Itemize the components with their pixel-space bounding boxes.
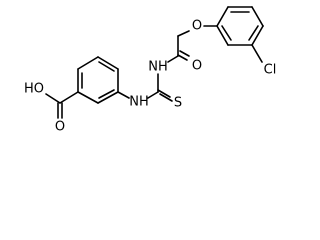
bond xyxy=(97,91,119,104)
bond xyxy=(45,93,61,104)
carboxyl-oxygen-label: O xyxy=(55,120,65,135)
hydroxyl-label: HO xyxy=(24,82,44,97)
bond xyxy=(216,25,229,46)
bond xyxy=(77,91,99,104)
double-bond-inner xyxy=(248,25,259,41)
carboxylic-acid-group xyxy=(45,91,79,119)
bond xyxy=(77,56,99,70)
bond xyxy=(177,30,190,37)
amine-nh-lower-label: NH xyxy=(129,95,149,110)
double-bond-inner xyxy=(98,61,115,72)
double-bond xyxy=(157,89,171,98)
bond xyxy=(97,56,119,70)
bond xyxy=(117,91,130,99)
chlorophenyl-ring xyxy=(203,6,264,63)
double-bond-inner xyxy=(221,25,232,41)
thiourea-linker xyxy=(117,73,173,102)
amide-oxygen-label: O xyxy=(192,59,202,74)
acyl-ether-chain xyxy=(167,30,190,63)
chlorine-label: Cl xyxy=(264,63,277,78)
bond xyxy=(147,91,159,99)
double-bond xyxy=(159,93,173,102)
bond xyxy=(251,25,264,46)
bond xyxy=(251,44,263,63)
double-bond xyxy=(177,54,188,61)
bond xyxy=(167,55,179,63)
bond xyxy=(216,6,229,27)
benzoic-acid-ring xyxy=(77,56,119,104)
thione-sulfur-label: S xyxy=(174,96,182,111)
amine-nh-upper-label: NH xyxy=(148,60,168,75)
bond xyxy=(251,6,264,27)
chemical-structure-diagram: HO O NH NH S O O Cl xyxy=(24,6,277,135)
double-bond xyxy=(179,50,190,57)
double-bond-inner xyxy=(98,89,115,99)
ether-oxygen-label: O xyxy=(192,19,202,34)
bond xyxy=(59,91,79,104)
